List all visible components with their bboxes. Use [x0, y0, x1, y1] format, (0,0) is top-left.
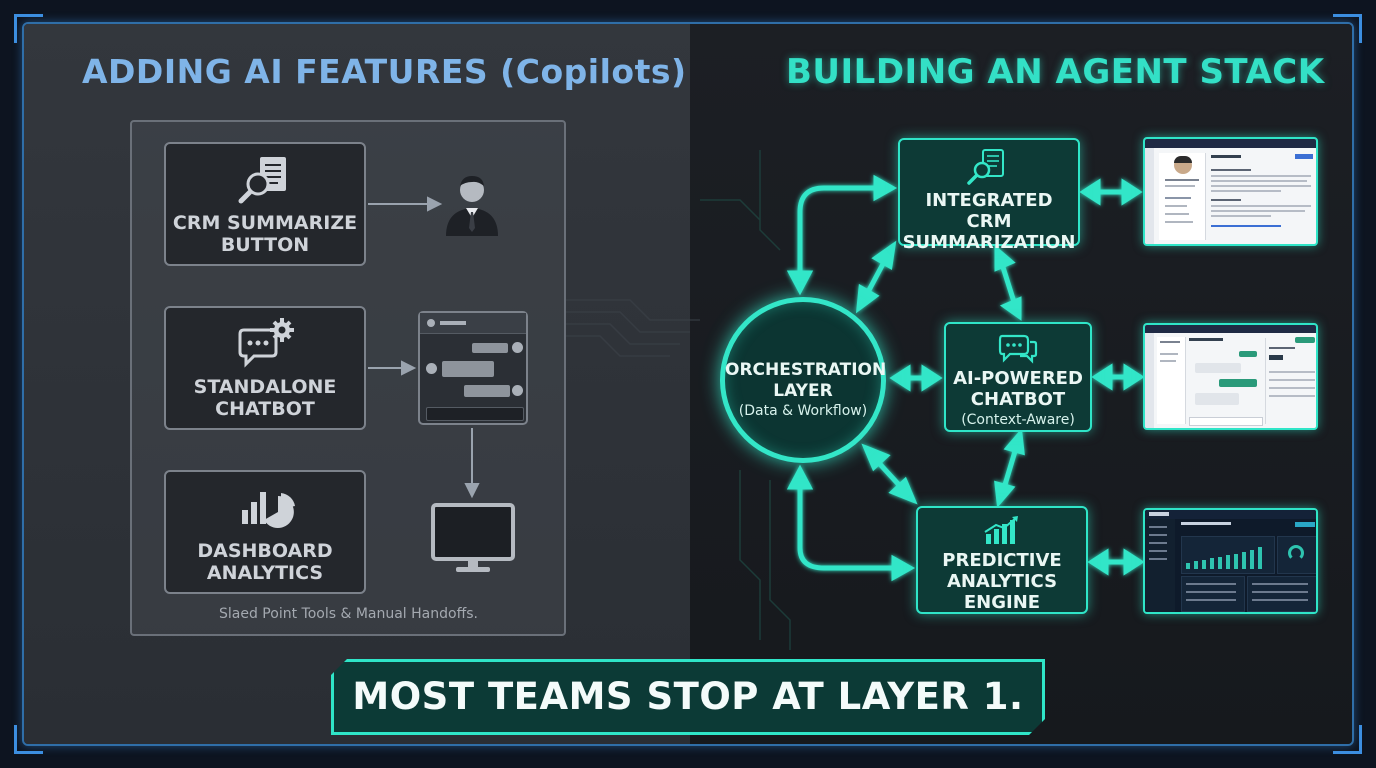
feature-label: CHATBOT — [215, 398, 315, 420]
corner-bracket — [14, 14, 43, 43]
orchestration-subtitle: (Data & Workflow) — [738, 403, 868, 419]
document-search-icon — [238, 157, 286, 204]
right-title: BUILDING AN AGENT STACK — [786, 52, 1325, 92]
dashboard-analytics-card: DASHBOARD ANALYTICS — [164, 470, 366, 594]
bar-pie-chart-icon — [242, 492, 295, 528]
feature-label: STANDALONE — [193, 376, 337, 398]
corner-bracket — [14, 725, 43, 754]
document-search-icon — [967, 149, 1004, 185]
chat-window-icon — [418, 311, 528, 425]
ai-chatbot-box: AI-POWERED CHATBOT (Context-Aware) — [944, 322, 1092, 432]
feature-label: BUTTON — [220, 234, 310, 256]
growth-chart-icon — [984, 516, 1018, 544]
predictive-label: PREDICTIVE — [942, 550, 1062, 571]
crm-screenshot-thumbnail — [1143, 137, 1318, 246]
dashboard-screenshot-thumbnail — [1143, 508, 1318, 614]
crm-summarize-card: CRM SUMMARIZE BUTTON — [164, 142, 366, 266]
orchestration-layer: ORCHESTRATION LAYER (Data & Workflow) — [720, 297, 886, 463]
predictive-analytics-box: PREDICTIVE ANALYTICS ENGINE — [916, 506, 1088, 614]
predictive-label: ANALYTICS — [946, 571, 1058, 592]
corner-bracket — [1333, 725, 1362, 754]
crm-label: SUMMARIZATION — [902, 232, 1076, 253]
chatbot-subtitle: (Context-Aware) — [961, 412, 1075, 428]
corner-bracket — [1333, 14, 1362, 43]
predictive-label: ENGINE — [963, 592, 1041, 613]
chat-gear-icon — [238, 318, 294, 368]
feature-label: CRM SUMMARIZE — [172, 212, 358, 234]
feature-label: DASHBOARD — [197, 540, 333, 562]
crm-label: INTEGRATED CRM — [925, 190, 1053, 232]
integrated-crm-box: INTEGRATED CRM SUMMARIZATION — [898, 138, 1080, 253]
chat-bubbles-icon — [998, 334, 1038, 364]
bottom-banner — [331, 659, 1045, 735]
orchestration-title: LAYER — [773, 381, 833, 401]
chat-screenshot-thumbnail — [1143, 323, 1318, 430]
chatbot-label: CHATBOT — [970, 389, 1066, 410]
monitor-icon — [431, 503, 515, 572]
feature-label: ANALYTICS — [206, 562, 324, 584]
standalone-chatbot-card: STANDALONE CHATBOT — [164, 306, 366, 430]
left-title: ADDING AI FEATURES (Copilots) — [82, 52, 687, 91]
banner-text: MOST TEAMS STOP AT LAYER 1. — [352, 675, 1024, 718]
user-avatar-icon — [446, 176, 498, 236]
orchestration-title: ORCHESTRATION — [725, 360, 887, 380]
left-caption: Slaed Point Tools & Manual Handoffs. — [219, 606, 478, 622]
chatbot-label: AI-POWERED — [953, 368, 1083, 389]
